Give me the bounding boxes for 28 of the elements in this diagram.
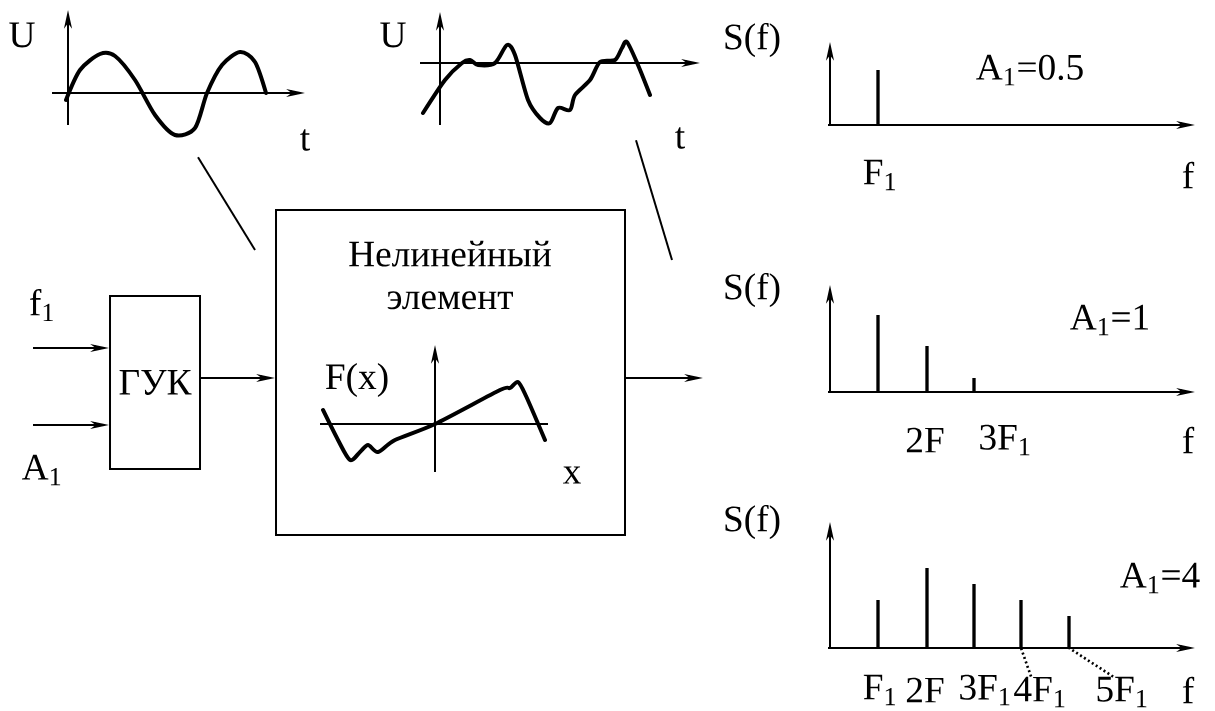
axis-label: f xyxy=(1182,161,1195,189)
axis-label: f xyxy=(1182,676,1195,704)
axis-label: F(x) xyxy=(325,363,388,397)
frequency-label: 3F$_{1}$ xyxy=(980,424,1030,456)
amplitude-label: A$_{1}$=0.5 xyxy=(976,54,1083,86)
axis-label: x xyxy=(563,466,581,484)
edge-label: A$_{1}$ xyxy=(22,454,61,486)
amplitude-label: A$_{1}$=1 xyxy=(1070,304,1148,336)
edge-label: f$_{1}$ xyxy=(30,288,53,322)
leader-line xyxy=(197,156,256,251)
axis-label: U xyxy=(380,22,406,48)
leader-line xyxy=(1019,647,1033,677)
frequency-label: F$_{1}$ xyxy=(863,674,895,706)
frequency-label: 2F xyxy=(906,677,944,703)
axis-label: S(f) xyxy=(725,504,780,540)
frequency-label: F$_{1}$ xyxy=(863,159,895,191)
frequency-label: 2F xyxy=(906,427,944,453)
leader-line xyxy=(1068,646,1114,678)
axis-label: f xyxy=(1182,426,1195,454)
amplitude-label: A$_{1}$=4 xyxy=(1120,562,1200,594)
harmonic-label: 5F$_{1}$ xyxy=(1097,676,1147,708)
axis-label: t xyxy=(675,127,685,149)
generator-box: ГУК xyxy=(109,295,201,470)
harmonic-label: 4F$_{1}$ xyxy=(1014,676,1065,708)
leader-line xyxy=(635,139,673,261)
frequency-label: 3F$_{1}$ xyxy=(960,674,1010,706)
axis-label: t xyxy=(300,129,310,151)
axis-label: S(f) xyxy=(725,272,780,308)
